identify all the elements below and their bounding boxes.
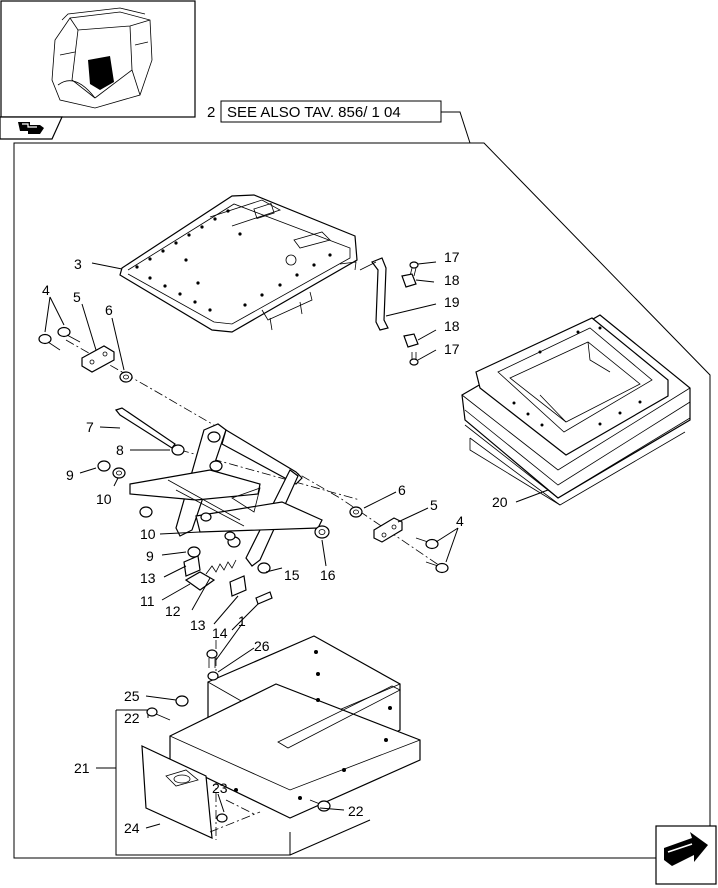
- callout-15: 15: [284, 567, 300, 583]
- callout-9-lower: 9: [146, 548, 154, 564]
- callout-labels: 3 4 5 6 7 8 9 10 10 9 13 11 12 13 14 1 2…: [42, 249, 508, 836]
- callout-5-right: 5: [430, 497, 438, 513]
- callout-24: 24: [124, 820, 140, 836]
- callout-19: 19: [444, 294, 460, 310]
- callout-25: 25: [124, 688, 140, 704]
- part-10-washer-upper: [112, 467, 126, 479]
- callout-3: 3: [74, 256, 82, 272]
- part-18-clip-top: [401, 273, 417, 288]
- part-13-clip-left: [183, 555, 201, 577]
- callout-17-top: 17: [444, 249, 460, 265]
- callout-17-bottom: 17: [444, 341, 460, 357]
- callout-1: 1: [238, 613, 246, 629]
- part-25-nut: [175, 695, 189, 707]
- part-5-block-left: [81, 345, 115, 373]
- callout-6-right: 6: [398, 482, 406, 498]
- scissor-linkage: [129, 423, 323, 567]
- callout-8: 8: [116, 442, 124, 458]
- part-13-clip-right: [229, 575, 247, 597]
- callout-13-lower: 13: [190, 617, 206, 633]
- see-also-text: SEE ALSO TAV. 856/ 1 04: [227, 104, 401, 121]
- part-6-bush-left: [119, 371, 133, 383]
- part-20-bellows: [461, 314, 691, 506]
- part-26-washer: [207, 671, 219, 681]
- part-11-plate: [184, 571, 216, 591]
- part-12-spring: [205, 559, 237, 575]
- part-19-lever: [359, 257, 389, 331]
- part-16-bush: [314, 525, 330, 539]
- tractor-cab-thumbnail[interactable]: [0, 0, 196, 118]
- back-arrow-button[interactable]: [0, 116, 63, 140]
- part-23-fastener: [216, 813, 228, 823]
- see-also-number: 2: [207, 104, 215, 121]
- callout-11: 11: [140, 593, 155, 609]
- part-3-seat-plate: [119, 194, 358, 333]
- part-9-washer-lower: [187, 546, 201, 558]
- callout-4-right: 4: [456, 513, 464, 529]
- callout-12: 12: [165, 603, 181, 619]
- part-10-washer-lower: [224, 531, 236, 541]
- part-17-bolt-bottom: [409, 352, 419, 366]
- callout-22-right: 22: [348, 803, 364, 819]
- part-5-block-right: [373, 517, 403, 543]
- callout-5-left: 5: [73, 289, 81, 305]
- callout-18-bottom: 18: [444, 318, 460, 334]
- callout-20: 20: [492, 494, 508, 510]
- callout-7: 7: [86, 419, 94, 435]
- callout-21: 21: [74, 760, 90, 776]
- part-22-bolt-left: [146, 707, 171, 721]
- part-14-pin: [255, 591, 273, 605]
- part-6-bush-right: [349, 506, 363, 518]
- part-24-cover-plate: [141, 745, 213, 839]
- callout-10-lower: 10: [140, 526, 156, 542]
- leader-lines: [44, 261, 549, 829]
- callout-14: 14: [212, 625, 228, 641]
- callout-4-left: 4: [42, 282, 50, 298]
- callout-9-upper: 9: [66, 467, 74, 483]
- callout-6-left: 6: [105, 302, 113, 318]
- part-4-bolts-left: [38, 326, 81, 351]
- part-4-bolts-right: [415, 537, 449, 574]
- part-8-bush: [171, 444, 185, 456]
- callout-13-upper: 13: [140, 570, 156, 586]
- part-18-clip-bottom: [403, 333, 419, 348]
- part-1-bolt: [206, 649, 218, 668]
- callout-10-upper: 10: [96, 491, 112, 507]
- callout-18-top: 18: [444, 272, 460, 288]
- callout-16: 16: [320, 567, 336, 583]
- next-page-button[interactable]: [655, 825, 717, 885]
- callout-22-left: 22: [124, 710, 140, 726]
- see-also-reference[interactable]: 2 SEE ALSO TAV. 856/ 1 04: [207, 100, 442, 123]
- part-9-washer-upper: [97, 460, 111, 472]
- callout-26: 26: [254, 638, 270, 654]
- assembly-frame: [13, 142, 711, 859]
- next-page-arrow-icon: [664, 832, 708, 866]
- part-15-link: [257, 562, 271, 574]
- part-7-rod: [114, 407, 176, 449]
- callout-23: 23: [212, 780, 228, 796]
- back-arrow-icon: [18, 122, 44, 134]
- part-21-support-box: [169, 635, 421, 819]
